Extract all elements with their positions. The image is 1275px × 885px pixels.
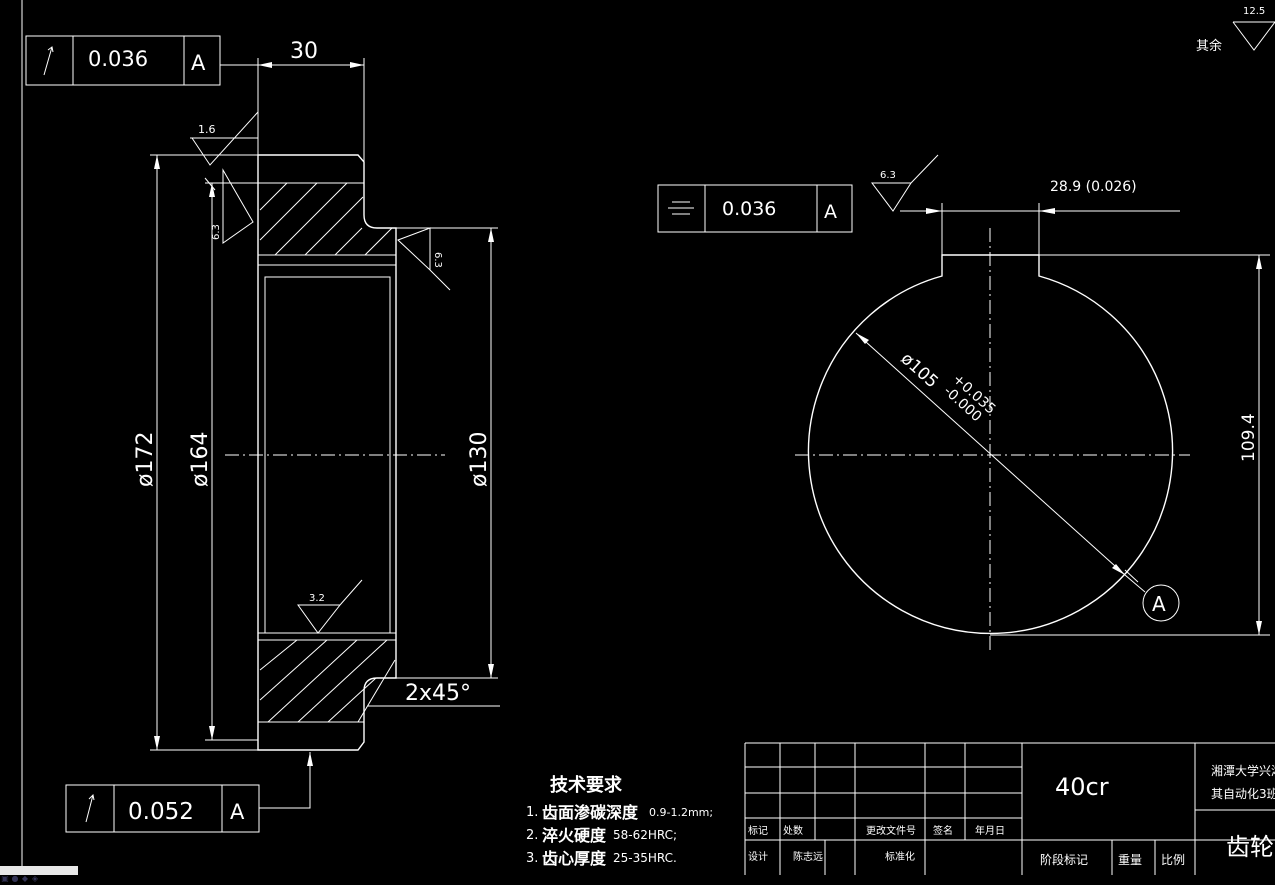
svg-text:0.052: 0.052 — [128, 799, 194, 825]
svg-text:6.3: 6.3 — [880, 170, 896, 181]
roughness-3-2: 3.2 — [297, 579, 363, 634]
datum-a-marker: A — [1124, 574, 1180, 622]
dim-width-30: 30 — [290, 39, 318, 64]
tech-req-title: 技术要求 — [550, 774, 623, 796]
svg-text:25-35HRC.: 25-35HRC. — [613, 851, 677, 865]
dim-dia-130: ø130 — [467, 432, 492, 487]
svg-text:处数: 处数 — [783, 824, 803, 837]
svg-text:2.: 2. — [526, 828, 538, 843]
svg-text:3.2: 3.2 — [309, 593, 325, 604]
dim-chamfer: 2x45° — [405, 681, 471, 706]
svg-text:0.036: 0.036 — [88, 47, 148, 71]
dim-dia-164: ø164 — [188, 432, 213, 487]
part-name: 齿轮 — [1226, 833, 1274, 861]
runout-icon — [43, 46, 54, 76]
svg-text:其自动化3班: 其自动化3班 — [1211, 787, 1275, 801]
dim-keyway-width: 28.9 (0.026) — [1050, 179, 1137, 195]
svg-text:齿心厚度: 齿心厚度 — [542, 849, 607, 868]
tolerance-frame-bottom[interactable]: 0.052 A — [65, 752, 313, 833]
bore-outline — [807, 254, 1174, 635]
svg-text:A: A — [1152, 592, 1166, 616]
runout-icon — [85, 793, 95, 823]
svg-text:其余: 其余 — [1196, 38, 1222, 54]
svg-text:6.3: 6.3 — [211, 224, 222, 240]
svg-text:签名: 签名 — [933, 824, 953, 837]
svg-text:年月日: 年月日 — [975, 824, 1005, 837]
svg-text:设计: 设计 — [748, 850, 768, 863]
svg-text:湘潭大学兴湘: 湘潭大学兴湘 — [1211, 763, 1275, 778]
svg-text:1.6: 1.6 — [198, 123, 216, 136]
dim-dia-172: ø172 — [133, 432, 158, 487]
svg-text:更改文件号: 更改文件号 — [866, 824, 916, 837]
svg-text:重量: 重量 — [1118, 853, 1142, 867]
svg-text:0.036: 0.036 — [722, 198, 776, 220]
hatch-bottom — [259, 639, 396, 723]
hatch-top — [259, 182, 393, 256]
title-block: 40cr 湘潭大学兴湘 其自动化3班 齿轮 标记 处数 更改文件号 签名 年月日… — [744, 742, 1275, 875]
roughness-1-6: 1.6 — [190, 111, 259, 191]
bore-keyway-view[interactable]: ø105 +0.035 -0.000 A 28.9 (0.026) 6.3 — [657, 154, 1270, 652]
svg-text:6.3: 6.3 — [432, 252, 443, 268]
tolerance-frame-symmetry[interactable]: 0.036 A — [657, 184, 853, 233]
svg-text:阶段标记: 阶段标记 — [1040, 852, 1088, 867]
tech-requirements: 技术要求 1. 齿面渗碳深度 0.9-1.2mm; 2. 淬火硬度 58-62H… — [526, 774, 713, 868]
svg-text:12.5: 12.5 — [1243, 6, 1265, 17]
status-bar[interactable]: ▣●◆◈ — [0, 866, 78, 883]
status-icon-2[interactable]: ● — [11, 874, 19, 883]
material-label: 40cr — [1055, 773, 1109, 801]
roughness-6-3-side: 6.3 — [211, 168, 254, 244]
general-roughness-note: 其余 12.5 — [1196, 6, 1275, 54]
svg-text:标记: 标记 — [748, 825, 768, 837]
svg-text:A: A — [191, 51, 206, 75]
status-icon-1[interactable]: ▣ — [1, 874, 9, 883]
svg-text:A: A — [824, 201, 837, 223]
svg-text:标准化: 标准化 — [885, 850, 915, 863]
svg-text:1.: 1. — [526, 805, 538, 820]
status-icon-4[interactable]: ◈ — [31, 874, 39, 883]
roughness-6-3-hub: 6.3 — [397, 227, 451, 291]
tolerance-frame-top[interactable]: 0.036 A — [25, 35, 221, 86]
gear-section-view[interactable]: 30 ø172 ø164 ø130 2x45° 1.6 6.3 — [25, 35, 500, 833]
svg-text:3.: 3. — [526, 851, 538, 866]
symmetry-icon — [668, 201, 694, 215]
dim-bore-dia: ø105 — [897, 349, 942, 393]
svg-text:58-62HRC;: 58-62HRC; — [613, 828, 677, 842]
roughness-6-3-keyway: 6.3 — [871, 154, 939, 212]
svg-text:陈志远: 陈志远 — [793, 850, 823, 863]
svg-text:比例: 比例 — [1161, 853, 1185, 867]
svg-text:淬火硬度: 淬火硬度 — [542, 826, 607, 845]
svg-text:齿面渗碳深度: 齿面渗碳深度 — [542, 803, 639, 822]
dim-height-109-4: 109.4 — [1239, 413, 1259, 462]
svg-text:A: A — [230, 800, 245, 824]
svg-text:0.9-1.2mm;: 0.9-1.2mm; — [649, 806, 713, 819]
status-icon-3[interactable]: ◆ — [21, 874, 29, 883]
